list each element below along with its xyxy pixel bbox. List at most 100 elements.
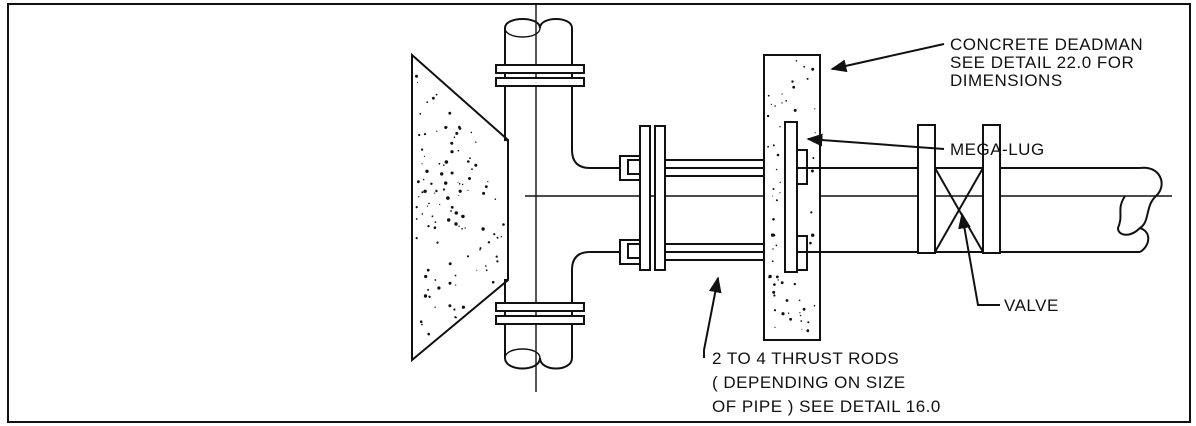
concrete-speckle — [450, 205, 454, 209]
deadman-speckle — [800, 320, 803, 322]
concrete-speckle — [434, 279, 437, 281]
concrete-speckle — [454, 222, 458, 226]
leader-lines — [806, 43, 945, 150]
deadman-speckle — [774, 105, 776, 107]
deadman-speckle — [813, 304, 816, 307]
deadman-speckle — [774, 326, 776, 328]
concrete-speckle — [419, 320, 423, 324]
deadman-speckle — [798, 299, 801, 302]
deadman-speckle — [771, 260, 774, 263]
deadman-speckle — [772, 218, 775, 221]
concrete-speckle — [423, 133, 427, 136]
concrete-speckle — [423, 294, 428, 298]
concrete-speckle — [427, 288, 430, 291]
deadman-speckle — [779, 192, 781, 194]
concrete-speckle — [423, 189, 427, 193]
concrete-speckle — [450, 171, 454, 175]
valve-label: VALVE — [1004, 296, 1059, 315]
pipe-break-end-lower — [1139, 227, 1150, 253]
concrete-speckle — [467, 160, 470, 163]
concrete-speckle — [424, 274, 428, 279]
concrete-speckle — [485, 265, 487, 267]
deadman-speckle — [768, 277, 770, 279]
concrete-speckle — [417, 180, 420, 184]
concrete-speckle — [485, 269, 488, 272]
deadman-speckle — [789, 317, 792, 321]
concrete-thrust-block — [411, 52, 509, 363]
concrete-speckle — [484, 185, 488, 189]
concrete-speckle — [415, 206, 418, 209]
concrete-speckle — [455, 284, 457, 286]
tee-fitting — [504, 90, 605, 330]
deadman-speckle — [771, 195, 773, 197]
concrete-speckle — [476, 269, 478, 271]
deadman-speckle — [772, 290, 776, 294]
concrete-speckle — [466, 255, 470, 258]
concrete-speckle — [434, 221, 437, 224]
concrete-speckle — [500, 236, 502, 238]
concrete-speckle — [455, 317, 457, 319]
concrete-speckle — [415, 218, 418, 220]
concrete-speckle — [448, 111, 452, 115]
deadman-speckle — [781, 312, 785, 316]
concrete-speckle — [481, 227, 485, 231]
concrete-speckle — [491, 280, 495, 284]
deadman-speckle — [775, 168, 778, 171]
concrete-speckle — [444, 181, 448, 185]
concrete-speckle — [457, 149, 460, 152]
deadman-speckle — [773, 309, 777, 312]
deadman-speckle — [810, 169, 814, 173]
concrete-speckle — [415, 237, 418, 240]
concrete-speckle — [471, 168, 473, 171]
deadman-speckle — [793, 282, 796, 286]
deadman-speckle — [799, 314, 802, 317]
concrete-speckle — [426, 101, 429, 103]
concrete-speckle — [450, 141, 454, 145]
concrete-speckle — [422, 178, 425, 181]
concrete-speckle — [502, 223, 505, 226]
concrete-speckle — [428, 202, 430, 205]
concrete-speckle — [418, 196, 420, 198]
deadman-speckle — [767, 145, 769, 148]
deadman-label-1: CONCRETE DEADMAN — [950, 35, 1143, 54]
concrete-speckle — [428, 295, 431, 298]
deadman-speckle — [773, 283, 776, 286]
concrete-speckle — [453, 136, 456, 138]
deadman-speckle — [802, 307, 806, 311]
concrete-speckle — [416, 82, 418, 83]
deadman-speckle — [772, 248, 774, 250]
deadman-speckle — [801, 328, 803, 330]
concrete-speckle — [495, 255, 498, 258]
concrete-speckle — [421, 323, 423, 326]
deadman-speckle — [781, 102, 783, 104]
deadman-speckle — [806, 77, 809, 80]
concrete-speckle — [461, 228, 463, 230]
deadman-speckle — [777, 279, 779, 281]
deadman-speckle — [814, 108, 816, 110]
concrete-speckle — [421, 191, 424, 194]
concrete-speckle — [487, 241, 491, 244]
drawing-border — [7, 3, 1191, 423]
concrete-speckle — [425, 169, 429, 173]
concrete-speckle — [458, 125, 461, 129]
rods-leader-line — [703, 276, 722, 358]
concrete-speckle — [444, 160, 449, 164]
concrete-speckle — [474, 163, 478, 167]
deadman-speckle — [806, 329, 810, 333]
deadman-speckle — [770, 233, 775, 237]
deadman-speckle — [814, 132, 816, 134]
deadman-speckle — [772, 144, 775, 147]
deadman-speckle — [811, 67, 815, 71]
deadman-speckle — [766, 114, 770, 118]
concrete-speckle — [482, 191, 486, 195]
deadman-speckle — [773, 294, 776, 297]
deadman-speckle — [775, 244, 778, 247]
deadman-speckle — [768, 274, 772, 279]
concrete-speckle — [457, 181, 459, 183]
concrete-speckle — [421, 213, 424, 215]
deadman-speckle — [775, 275, 779, 279]
concrete-speckle — [432, 96, 435, 100]
concrete-speckle — [438, 162, 441, 165]
